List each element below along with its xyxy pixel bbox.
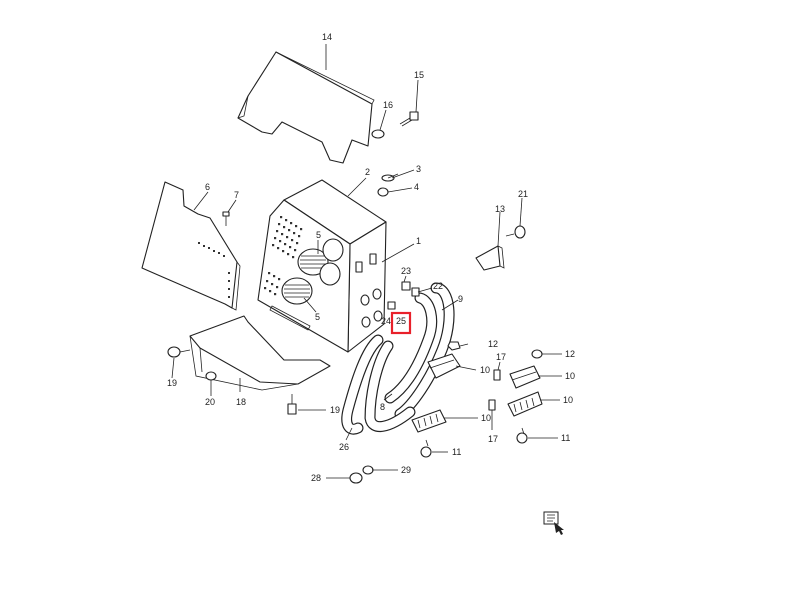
callout-label: 11 xyxy=(561,433,570,443)
nut-12a xyxy=(447,341,461,351)
clamp-3 xyxy=(507,391,543,417)
top-cover-plate xyxy=(237,51,375,164)
fan-upper xyxy=(297,248,329,276)
callout-label: 10 xyxy=(480,365,490,375)
callout-label: 9 xyxy=(458,294,463,304)
highlight-box[interactable] xyxy=(390,311,412,335)
callout-label: 29 xyxy=(401,465,411,475)
clamp-4 xyxy=(411,409,447,433)
mounting-bracket xyxy=(475,245,505,271)
callout-label: 19 xyxy=(167,378,177,388)
callout-label: 10 xyxy=(481,413,491,423)
callout-label: 24 xyxy=(381,316,391,326)
nut-12b xyxy=(531,349,543,359)
bolt-15 xyxy=(399,111,419,127)
callout-label: 8 xyxy=(380,402,385,412)
callout-label: 22 xyxy=(433,281,443,291)
callout-labels: 14 15 16 2 3 4 6 7 1 5 5 13 21 23 22 9 2… xyxy=(167,32,575,483)
callout-label: 5 xyxy=(315,312,320,322)
callout-label: 19 xyxy=(330,405,340,415)
clip-22 xyxy=(411,287,420,297)
bolt-11b xyxy=(420,439,432,458)
callout-label: 13 xyxy=(495,204,505,214)
hoses xyxy=(341,282,455,435)
clip-17a xyxy=(493,369,501,381)
bolt-11a xyxy=(516,427,528,444)
clamp-2 xyxy=(509,365,541,389)
bolt-19b xyxy=(287,394,297,415)
callout-label: 6 xyxy=(205,182,210,192)
washer-16 xyxy=(371,129,385,139)
clamp-1 xyxy=(427,353,461,379)
plug-28 xyxy=(349,472,363,484)
nut-23 xyxy=(401,281,411,291)
callout-label: 12 xyxy=(565,349,575,359)
bolt-21 xyxy=(505,225,526,239)
callout-label: 5 xyxy=(316,230,321,240)
callout-label: 23 xyxy=(401,266,411,276)
callout-label: 20 xyxy=(205,397,215,407)
callout-label: 2 xyxy=(365,167,370,177)
callout-label: 26 xyxy=(339,442,349,452)
bolt-19a xyxy=(167,346,191,358)
screw-7 xyxy=(222,211,230,226)
screw-3 xyxy=(381,173,399,182)
callout-label: 18 xyxy=(236,397,246,407)
callout-label: 17 xyxy=(488,434,498,444)
callout-label: 3 xyxy=(416,164,421,174)
callout-label: 11 xyxy=(452,447,461,457)
callout-label: 16 xyxy=(383,100,393,110)
nut-20 xyxy=(205,371,217,381)
fitting-24 xyxy=(387,301,396,310)
callout-label: 10 xyxy=(565,371,575,381)
callout-label: 1 xyxy=(416,236,421,246)
next-page-icon[interactable] xyxy=(543,511,564,535)
cap-29 xyxy=(362,465,374,475)
fan-lower xyxy=(281,277,313,305)
callout-label: 14 xyxy=(322,32,332,42)
callout-label-highlighted: 25 xyxy=(396,316,406,326)
callout-label: 21 xyxy=(518,189,528,199)
callout-label: 4 xyxy=(414,182,419,192)
callout-label: 7 xyxy=(234,190,239,200)
leader-lines xyxy=(171,44,562,479)
clip-17b xyxy=(488,399,496,411)
nut-4 xyxy=(377,187,389,197)
main-housing xyxy=(257,179,387,353)
callout-label: 10 xyxy=(563,395,573,405)
callout-label: 28 xyxy=(311,473,321,483)
callout-label: 12 xyxy=(488,339,498,349)
bottom-tray-bracket xyxy=(189,315,331,391)
side-panel xyxy=(141,181,241,311)
callout-label: 17 xyxy=(496,352,506,362)
callout-label: 15 xyxy=(414,70,424,80)
